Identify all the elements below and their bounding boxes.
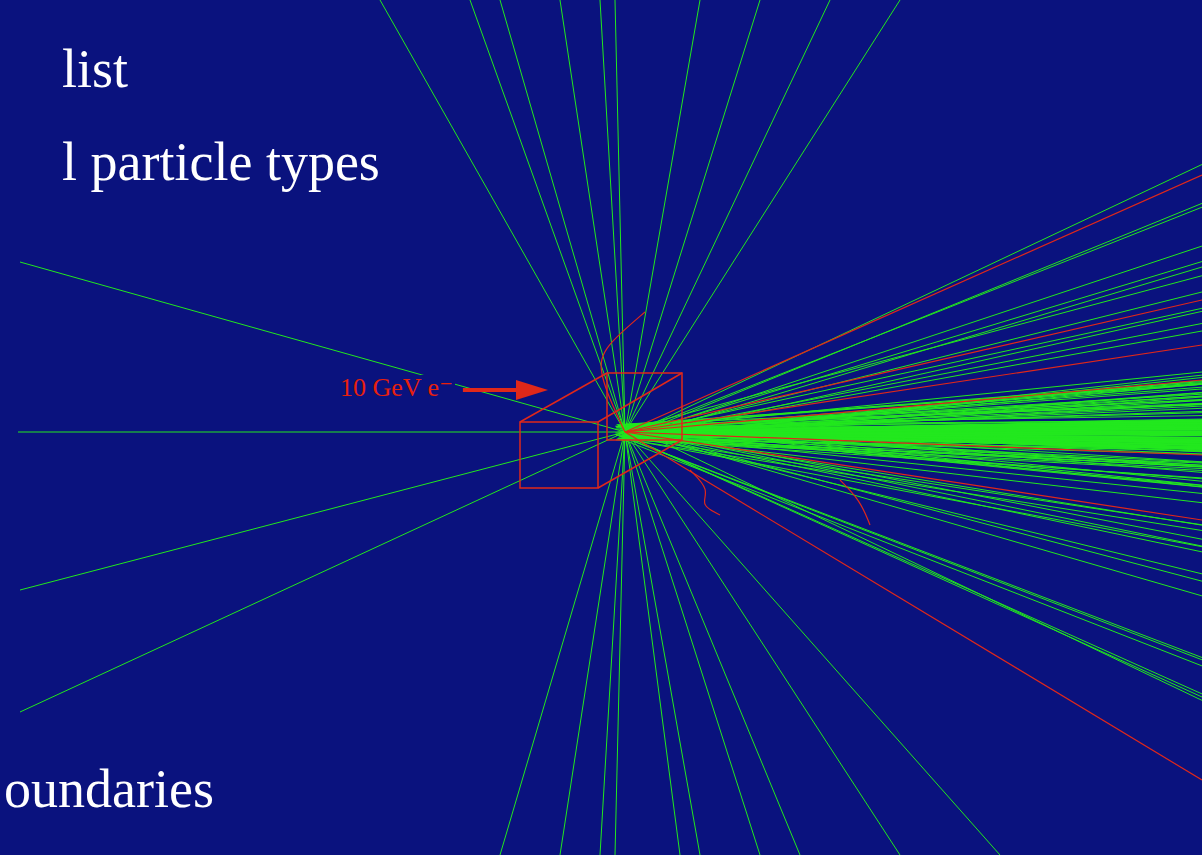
track bbox=[625, 421, 1202, 432]
track bbox=[625, 300, 1202, 432]
beam-label: 10 GeV e⁻ bbox=[338, 375, 455, 401]
track bbox=[625, 432, 700, 855]
track bbox=[616, 428, 1202, 467]
track bbox=[620, 426, 1202, 539]
track bbox=[625, 432, 800, 855]
track bbox=[615, 432, 625, 855]
track bbox=[616, 421, 1202, 435]
track bbox=[500, 432, 625, 855]
track bbox=[625, 175, 1202, 432]
track bbox=[615, 0, 625, 432]
beam-arrow bbox=[463, 380, 548, 400]
track bbox=[622, 203, 1202, 439]
track bbox=[625, 432, 1000, 855]
track bbox=[625, 0, 830, 432]
slide-text: oundaries bbox=[2, 762, 216, 816]
track bbox=[625, 345, 1202, 432]
track bbox=[560, 432, 625, 855]
track bbox=[625, 432, 1202, 455]
track bbox=[631, 207, 1202, 433]
track bbox=[840, 480, 870, 525]
slide-text: l particle types bbox=[60, 135, 382, 189]
track bbox=[625, 0, 700, 432]
track bbox=[625, 432, 1202, 520]
track bbox=[625, 432, 1202, 449]
track bbox=[622, 406, 1202, 434]
track bbox=[620, 396, 1202, 436]
track bbox=[20, 432, 625, 590]
track bbox=[625, 380, 1202, 432]
track bbox=[616, 434, 1202, 659]
track bbox=[628, 426, 1202, 700]
track bbox=[622, 432, 1202, 574]
track bbox=[380, 0, 625, 432]
track bbox=[560, 0, 625, 432]
track bbox=[625, 432, 900, 855]
track bbox=[631, 431, 1202, 551]
track bbox=[500, 0, 625, 432]
track bbox=[625, 432, 1202, 449]
track bbox=[632, 383, 1202, 426]
slide-text: list bbox=[60, 42, 130, 96]
particle-tracks bbox=[18, 0, 1202, 855]
track bbox=[20, 262, 625, 432]
track bbox=[625, 432, 1202, 780]
track bbox=[18, 432, 625, 433]
track bbox=[623, 431, 1202, 486]
track bbox=[690, 470, 720, 515]
track bbox=[625, 0, 900, 432]
track bbox=[625, 432, 760, 855]
track bbox=[620, 323, 1202, 436]
track bbox=[600, 432, 625, 855]
track bbox=[635, 308, 1202, 432]
track bbox=[20, 432, 625, 712]
track bbox=[625, 432, 680, 855]
track bbox=[620, 392, 1202, 436]
track bbox=[600, 0, 625, 432]
track bbox=[623, 164, 1202, 437]
track bbox=[621, 246, 1202, 439]
track bbox=[620, 427, 1202, 596]
track bbox=[625, 432, 1202, 449]
track bbox=[625, 0, 760, 432]
track bbox=[625, 432, 1202, 435]
track bbox=[623, 432, 1202, 526]
track bbox=[625, 420, 1202, 432]
